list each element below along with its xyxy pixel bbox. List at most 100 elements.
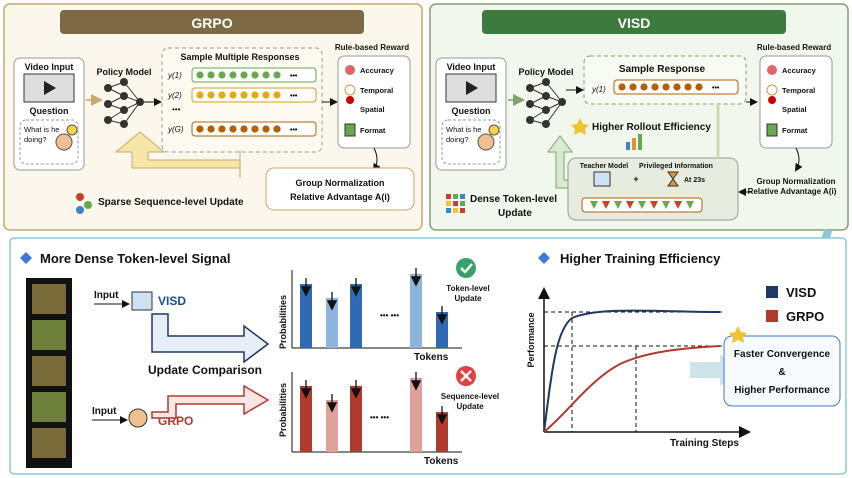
bottom-panel: More Dense Token-level Signal Input VISD… xyxy=(9,237,847,475)
grpo-resp-label-2: y(2) xyxy=(167,91,182,100)
location-pin-icon xyxy=(768,96,777,114)
grpo-resp-label-1: y(1) xyxy=(167,71,182,80)
grpo-reward-accuracy: Accuracy xyxy=(360,66,395,75)
visd-title: VISD xyxy=(618,15,651,31)
visd-curve xyxy=(543,309,721,433)
grpo-video-input: Video Input xyxy=(25,62,74,72)
teacher-token xyxy=(614,201,622,209)
grpo-resp2-token xyxy=(207,91,215,99)
teacher-token xyxy=(626,201,634,209)
question-bubble-icon xyxy=(66,124,78,136)
visd-efficiency: Higher Rollout Efficiency xyxy=(592,122,711,133)
callout-line3: Higher Performance xyxy=(734,385,830,396)
visd-panel: VISD Video Input Question What is he doi… xyxy=(429,3,849,231)
grpo-network-icon xyxy=(104,78,144,128)
seq-update-1: Sequence-level xyxy=(441,392,499,401)
star-icon xyxy=(729,326,747,343)
grpo-advantage: Relative Advantage A(i) xyxy=(290,192,390,202)
grpo-sample-title: Sample Multiple Responses xyxy=(180,52,299,62)
play-icon xyxy=(466,81,478,95)
visd-policy-model: Policy Model xyxy=(518,67,573,77)
visd-resp-token xyxy=(662,83,670,91)
visd-resp-token xyxy=(684,83,692,91)
visd-question: Question xyxy=(451,106,490,116)
hourglass-icon xyxy=(667,171,679,187)
visd-reward-title: Rule-based Reward xyxy=(757,43,831,52)
chart-bottom-xlabel: Tokens xyxy=(424,456,459,467)
visd-resp-token xyxy=(651,83,659,91)
grpo-resp1-token xyxy=(229,71,237,79)
prob-bar xyxy=(300,284,312,348)
grpo-sparse-update: Sparse Sequence-level Update xyxy=(98,197,244,208)
grpo-resp3-token xyxy=(251,125,259,133)
legend-visd: VISD xyxy=(786,285,816,300)
prob-bar xyxy=(350,386,362,452)
clock-icon xyxy=(344,84,356,96)
chart-top-ylabel: Probabilities xyxy=(278,295,288,349)
grpo-reward-format: Format xyxy=(360,126,386,135)
legend-visd-swatch xyxy=(766,286,778,298)
grpo-vertical-ellipsis: ••• xyxy=(172,105,181,114)
grpo-policy-model: Policy Model xyxy=(96,67,151,77)
grpo-resp2-token xyxy=(251,91,259,99)
grpo-resp3-more: ••• xyxy=(290,127,298,134)
grpo-resp2-token xyxy=(196,91,204,99)
grpo-resp3-token xyxy=(229,125,237,133)
teacher-token xyxy=(590,201,598,209)
grpo-resp3-token xyxy=(207,125,215,133)
grpo-resp1-token xyxy=(218,71,226,79)
chart-bottom-ellipsis: ••• ••• xyxy=(370,413,389,422)
visd-resp-token xyxy=(618,83,626,91)
prob-bar xyxy=(350,284,362,348)
visd-advantage: Relative Advantage A(i) xyxy=(748,187,837,196)
location-pin-icon xyxy=(346,96,355,114)
grpo-resp3-token xyxy=(262,125,270,133)
grpo-resp2-token xyxy=(273,91,281,99)
perf-xlabel: Training Steps xyxy=(670,438,739,449)
clock-icon xyxy=(766,84,778,96)
visd-reward-temporal: Temporal xyxy=(782,86,815,95)
visd-teacher-model: Teacher Model xyxy=(580,163,629,170)
dense-signal-title: More Dense Token-level Signal xyxy=(40,251,230,266)
checklist-icon xyxy=(344,123,356,137)
sparse-token-icon xyxy=(76,193,92,214)
teacher-token xyxy=(650,201,658,209)
grpo-resp2-token xyxy=(229,91,237,99)
visd-privileged: Privileged Information xyxy=(639,163,713,170)
grpo-resp1-token xyxy=(196,71,204,79)
chart-bottom-ylabel: Probabilities xyxy=(278,383,288,437)
grpo-panel: GRPO Video Input Question What is he doi… xyxy=(3,3,423,231)
teacher-token xyxy=(674,201,682,209)
check-icon xyxy=(456,258,476,278)
perf-ylabel: Performance xyxy=(526,312,536,367)
robot-icon xyxy=(128,408,148,428)
teacher-token xyxy=(638,201,646,209)
visd-resp-more: ••• xyxy=(712,85,720,92)
update-comparison: Update Comparison xyxy=(148,363,262,377)
visd-resp-token xyxy=(629,83,637,91)
grpo-group-norm: Group Normalization xyxy=(295,178,384,188)
grpo-question-line2: doing? xyxy=(24,135,47,144)
visd-dense-update-1: Dense Token-level xyxy=(470,194,557,205)
callout-line2: & xyxy=(778,367,785,378)
grpo-resp1-token xyxy=(262,71,270,79)
grpo-reward-temporal: Temporal xyxy=(360,86,393,95)
visd-network-icon xyxy=(526,78,566,128)
chart-top-ellipsis: ••• ••• xyxy=(380,311,399,320)
grpo-reward-title: Rule-based Reward xyxy=(335,43,409,52)
grpo-curve xyxy=(543,345,721,433)
visd-question-line2: doing? xyxy=(446,135,469,144)
visd-at-time: At 23s xyxy=(684,177,705,184)
target-icon xyxy=(345,65,355,75)
input-top: Input xyxy=(94,290,119,301)
grpo-resp1-token xyxy=(207,71,215,79)
grpo-resp2-token xyxy=(240,91,248,99)
legend-grpo-swatch xyxy=(766,310,778,322)
grpo-resp-label-g: y(G) xyxy=(167,125,184,134)
dense-grid-icon xyxy=(446,194,465,213)
efficiency-title: Higher Training Efficiency xyxy=(560,251,721,266)
teacher-token xyxy=(686,201,694,209)
grpo-resp3-token xyxy=(218,125,226,133)
grpo-resp1-token xyxy=(251,71,259,79)
